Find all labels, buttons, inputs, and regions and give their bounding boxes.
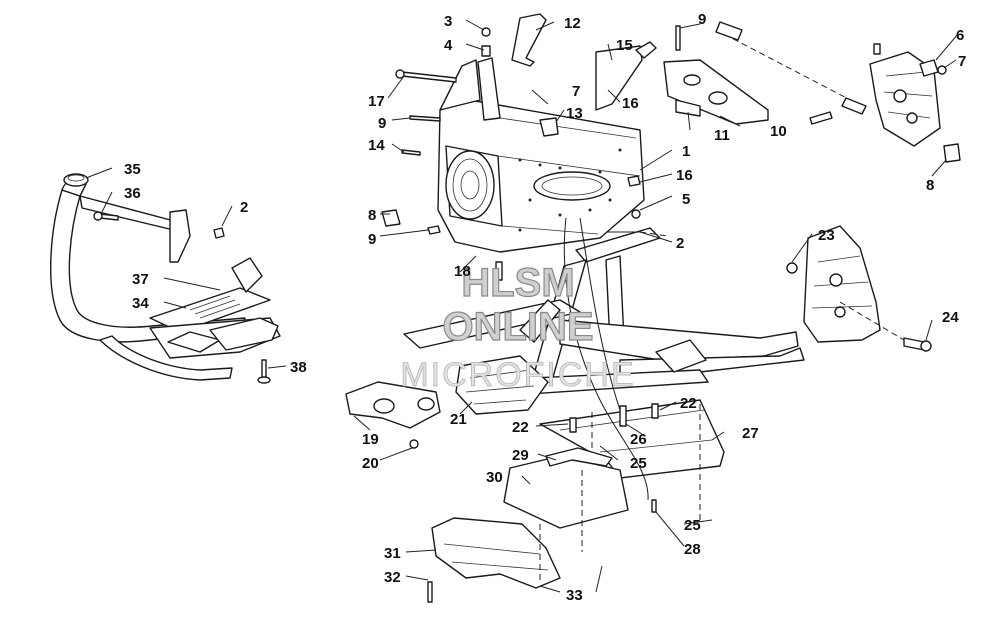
callout-labels: 3 4 12 9 6 7 15 16 17 7 13 9 14 11 10 1 … [124,11,966,604]
callout-7-center: 7 [572,83,580,100]
callout-9-top: 9 [698,11,706,28]
frame-mount-plate [786,225,932,352]
main-frame-assembly [345,217,805,603]
callout-16-right: 16 [676,167,693,184]
callout-10: 10 [770,123,787,140]
front-housing-assembly [381,13,657,281]
callout-30: 30 [486,469,503,486]
leader-lines [85,19,959,593]
callout-2-center: 2 [676,235,684,252]
callout-3: 3 [444,13,452,30]
callout-9-lower: 9 [368,231,376,248]
callout-13: 13 [566,105,583,122]
callout-24: 24 [942,309,959,326]
right-mount-bracket [809,43,961,163]
callout-25-upper: 25 [630,455,647,472]
callout-6: 6 [956,27,964,44]
callout-1: 1 [682,143,690,160]
callout-32: 32 [384,569,401,586]
watermark: HLSM ONLINE MICROFICHE [400,260,635,394]
callout-37: 37 [132,271,149,288]
watermark-line-2: ONLINE [442,305,593,349]
callout-15: 15 [616,37,633,54]
callout-8-right: 8 [926,177,934,194]
callout-11: 11 [714,127,730,144]
callout-8-left: 8 [368,207,376,224]
callout-12: 12 [564,15,581,32]
callout-28: 28 [684,541,701,558]
callout-2-left: 2 [240,199,248,216]
callout-26: 26 [630,431,647,448]
watermark-line-3: MICROFICHE [400,356,635,394]
callout-31: 31 [384,545,401,562]
callout-16-top: 16 [622,95,639,112]
callout-38: 38 [290,359,307,376]
callout-14: 14 [368,137,385,154]
callout-19: 19 [362,431,379,448]
callout-34: 34 [132,295,149,312]
callout-7-right: 7 [958,53,966,70]
callout-4: 4 [444,37,453,54]
callout-18: 18 [454,263,471,280]
callout-27: 27 [742,425,759,442]
callout-25-lower: 25 [684,517,701,534]
watermark-line-1: HLSM [461,261,574,305]
callout-5: 5 [682,191,690,208]
callout-22-center: 22 [512,419,529,436]
callout-23: 23 [818,227,835,244]
callout-29: 29 [512,447,529,464]
callout-35: 35 [124,161,141,178]
callout-33: 33 [566,587,583,604]
front-bumper-assembly [50,173,281,384]
callout-21: 21 [450,411,467,428]
upper-bracket-plate [663,21,867,125]
housing-rivets [518,148,622,232]
callout-36: 36 [124,185,141,202]
callout-17: 17 [368,93,385,110]
callout-9-left: 9 [378,115,386,132]
callout-22-right: 22 [680,395,697,412]
callout-20: 20 [362,455,379,472]
